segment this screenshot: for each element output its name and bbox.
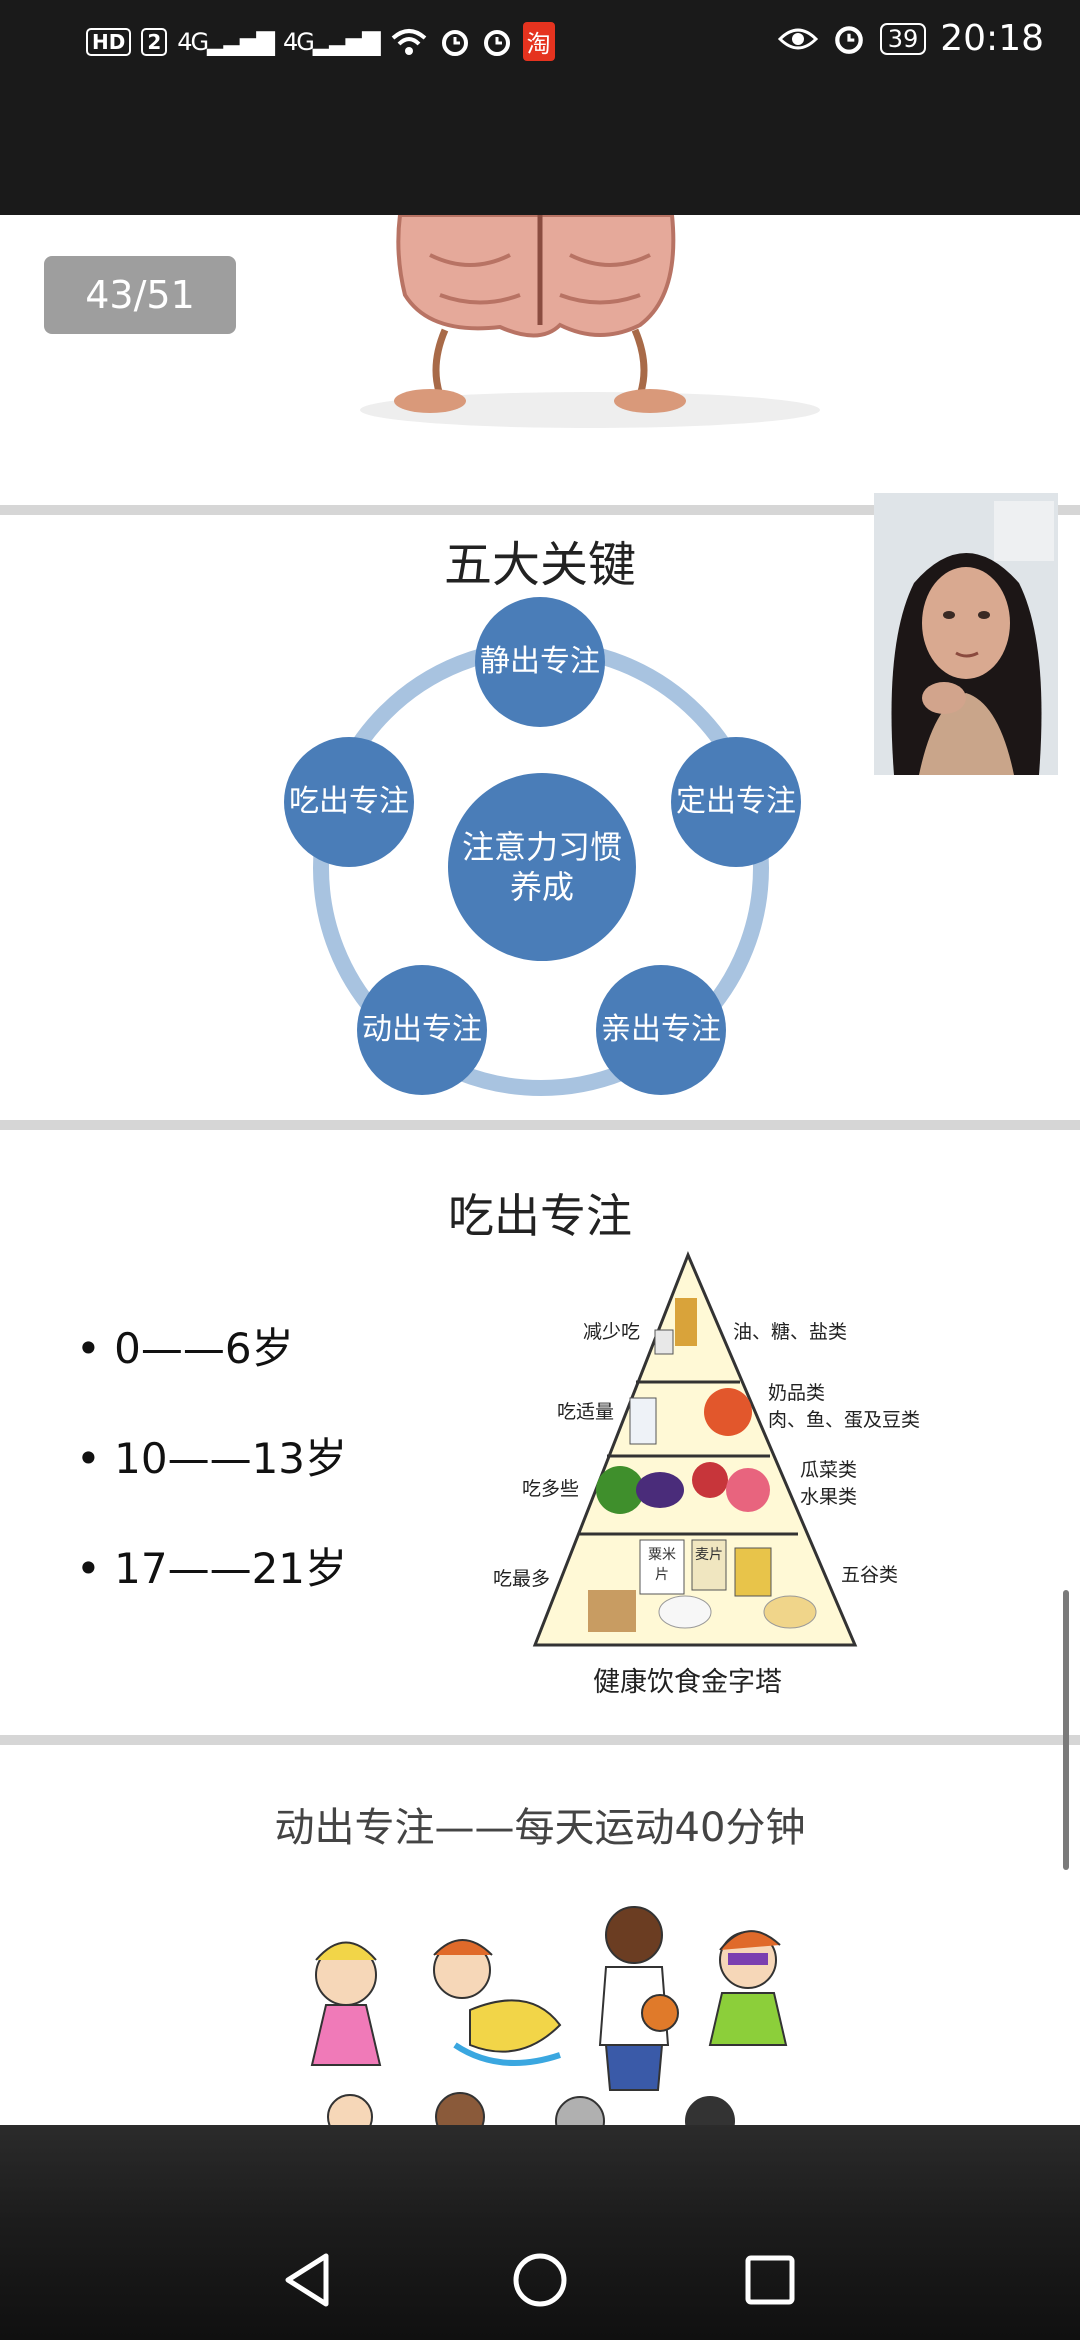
signal-icon-2: 4G▂▃▅▇ <box>282 27 381 56</box>
slide-exercise: 动出专注——每天运动40分钟 <box>0 1745 1080 2125</box>
pyramid-right-1: 油、糖、盐类 <box>733 1321 848 1343</box>
center-circle: 注意力习惯 养成 <box>448 773 636 961</box>
brain-illustration <box>360 215 820 428</box>
pyramid-caption: 健康饮食金字塔 <box>593 1667 782 1698</box>
pyramid-box-label-1: 粟米片 <box>648 1547 676 1583</box>
slide-separator <box>0 505 1080 515</box>
pyramid-right-3: 瓜菜类 水果类 <box>800 1459 858 1508</box>
key-circle-quiet: 静出专注 <box>475 597 605 727</box>
pyramid-left-2: 吃适量 <box>557 1401 615 1423</box>
status-right: 39 20:18 <box>777 18 1044 59</box>
clock: 20:18 <box>940 18 1044 59</box>
alarm-icon <box>441 29 468 56</box>
presenter-video <box>874 493 1058 775</box>
pyramid-left-1: 减少吃 <box>583 1321 641 1343</box>
page-counter: 43/51 <box>44 256 236 334</box>
battery-icon: 39 <box>879 22 927 55</box>
key-circle-eat: 吃出专注 <box>284 737 414 867</box>
slide-title: 五大关键 <box>443 537 636 593</box>
eye-icon <box>777 28 818 49</box>
key-circle-calm: 定出专注 <box>671 737 801 867</box>
slide-eat: 吃出专注 • 0——6岁 • 10——13岁 • 17——21岁 粟米片 麦片 … <box>0 1130 1080 1735</box>
pyramid-left-4: 吃最多 <box>493 1568 551 1590</box>
alarm-icon <box>834 25 863 54</box>
bullet-age-2: • 10——13岁 <box>76 1434 348 1483</box>
slide-title: 动出专注——每天运动40分钟 <box>274 1805 806 1851</box>
alarm-icon <box>483 29 510 56</box>
scrollbar[interactable] <box>1063 1590 1069 1870</box>
key-circle-move: 动出专注 <box>357 965 487 1095</box>
pyramid-box-label-2: 麦片 <box>695 1547 723 1563</box>
back-icon[interactable] <box>276 2248 340 2312</box>
slide-separator <box>0 1735 1080 1745</box>
signal-icon-1: 4G▂▃▅▇ <box>177 27 275 56</box>
recents-icon[interactable] <box>738 2248 802 2312</box>
kids-illustration <box>310 1906 788 2125</box>
key-circle-family: 亲出专注 <box>596 965 726 1095</box>
wifi-icon <box>391 28 426 55</box>
sim-icon: 2 <box>141 27 168 56</box>
bullet-age-1: • 0——6岁 <box>76 1324 294 1373</box>
status-bar: HD 2 4G▂▃▅▇ 4G▂▃▅▇ 淘 39 20:18 <box>0 0 1080 215</box>
video-call-thumbnail[interactable] <box>874 493 1058 775</box>
pyramid-right-2: 奶品类 肉、鱼、蛋及豆类 <box>768 1382 921 1431</box>
pyramid-right-4: 五谷类 <box>841 1564 899 1586</box>
pyramid-left-3: 吃多些 <box>522 1478 580 1500</box>
taobao-icon: 淘 <box>522 22 555 61</box>
home-icon[interactable] <box>508 2248 572 2312</box>
status-left: HD 2 4G▂▃▅▇ 4G▂▃▅▇ 淘 <box>86 22 555 61</box>
slide-title: 吃出专注 <box>448 1189 632 1243</box>
bullet-age-3: • 17——21岁 <box>76 1544 348 1593</box>
slide-separator <box>0 1120 1080 1130</box>
hd-icon: HD <box>86 27 132 56</box>
food-pyramid <box>532 1251 858 1647</box>
